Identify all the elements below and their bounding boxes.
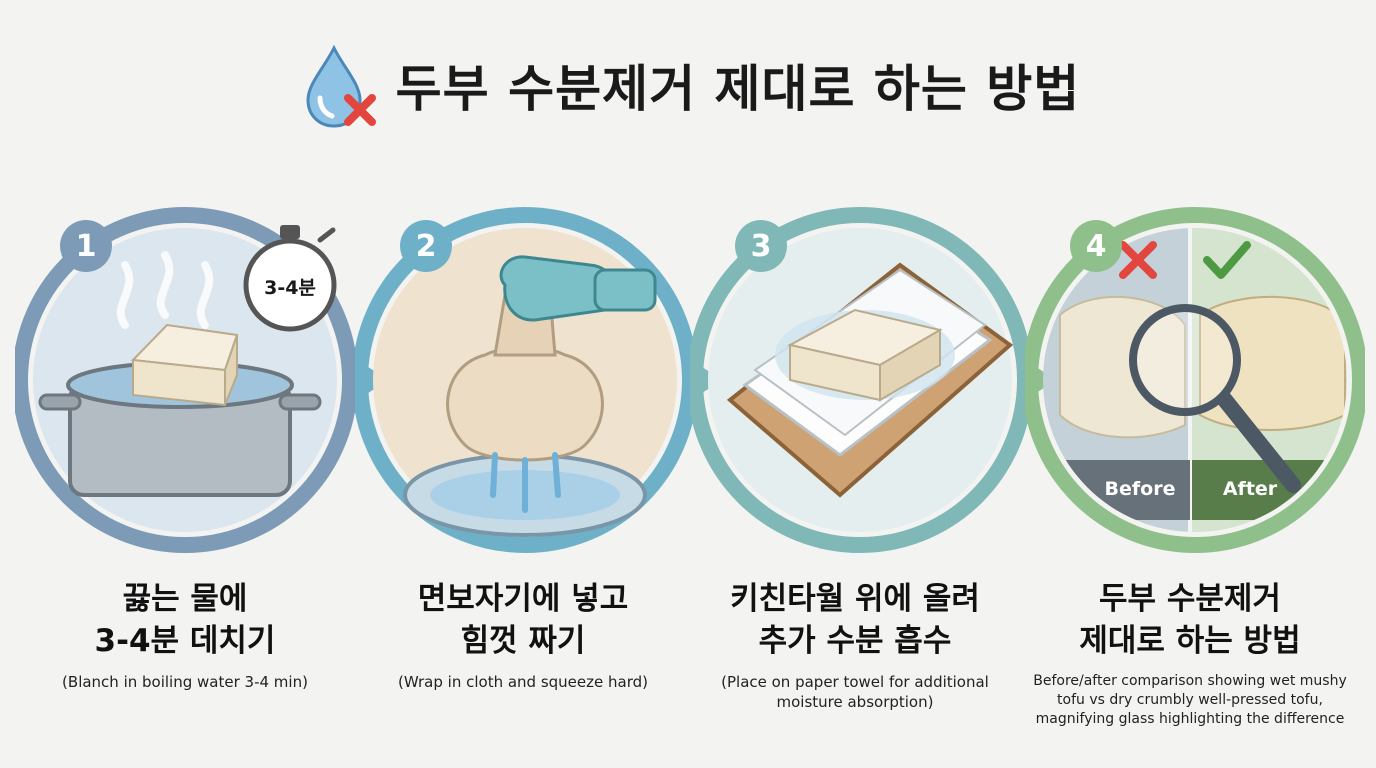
boiling-pot-illustration — [15, 207, 355, 553]
step-subtitle: Before/after comparison showing wet mush… — [1033, 673, 1347, 689]
step-title-line: 키친타월 위에 올려 — [730, 581, 980, 617]
step-title-line: 3-4분 데치기 — [94, 623, 276, 659]
step-3-caption: 키친타월 위에 올려 추가 수분 흡수 (Place on paper towe… — [690, 578, 1020, 712]
before-after-illustration — [1025, 207, 1365, 553]
step-number-badge: 1 — [60, 220, 112, 272]
step-subtitle: (Blanch in boiling water 3-4 min) — [62, 673, 308, 691]
step-1-panel: 1 3-4분 — [15, 195, 355, 565]
step-subtitle: tofu vs dry crumbly well-pressed tofu, — [1057, 692, 1323, 708]
page-title: 두부 수분제거 제대로 하는 방법 — [395, 60, 1081, 118]
step-subtitle: (Wrap in cloth and squeeze hard) — [398, 673, 648, 691]
step-number-badge: 3 — [735, 220, 787, 272]
squeeze-cloth-illustration — [355, 207, 695, 553]
step-title-line: 끓는 물에 — [122, 581, 248, 617]
step-subtitle: moisture absorption) — [776, 693, 934, 711]
step-2-caption: 면보자기에 넣고 힘껏 짜기 (Wrap in cloth and squeez… — [358, 578, 688, 692]
water-drop-cross-icon — [306, 44, 376, 128]
step-number-badge: 4 — [1070, 220, 1122, 272]
step-subtitle: (Place on paper towel for additional — [721, 673, 989, 691]
step-4-caption: 두부 수분제거 제대로 하는 방법 Before/after compariso… — [1025, 578, 1355, 729]
step-number-badge: 2 — [400, 220, 452, 272]
step-3-panel: 3 — [690, 195, 1030, 565]
before-label: Before — [1104, 478, 1176, 500]
step-title-line: 힘껏 짜기 — [460, 623, 586, 659]
after-label: After — [1222, 478, 1278, 500]
timer-label: 3-4분 — [264, 277, 316, 299]
paper-towel-illustration — [690, 207, 1030, 553]
header: 두부 수분제거 제대로 하는 방법 — [0, 40, 1376, 130]
step-1-caption: 끓는 물에 3-4분 데치기 (Blanch in boiling water … — [20, 578, 350, 692]
step-title-line: 두부 수분제거 — [1099, 581, 1281, 617]
step-title-line: 면보자기에 넣고 — [417, 581, 629, 617]
step-2-panel: 2 — [355, 195, 695, 565]
step-title-line: 제대로 하는 방법 — [1079, 623, 1301, 659]
step-title-line: 추가 수분 흡수 — [758, 623, 952, 659]
step-4-panel: 4 Before After — [1025, 195, 1365, 565]
step-subtitle: magnifying glass highlighting the differ… — [1035, 711, 1345, 727]
